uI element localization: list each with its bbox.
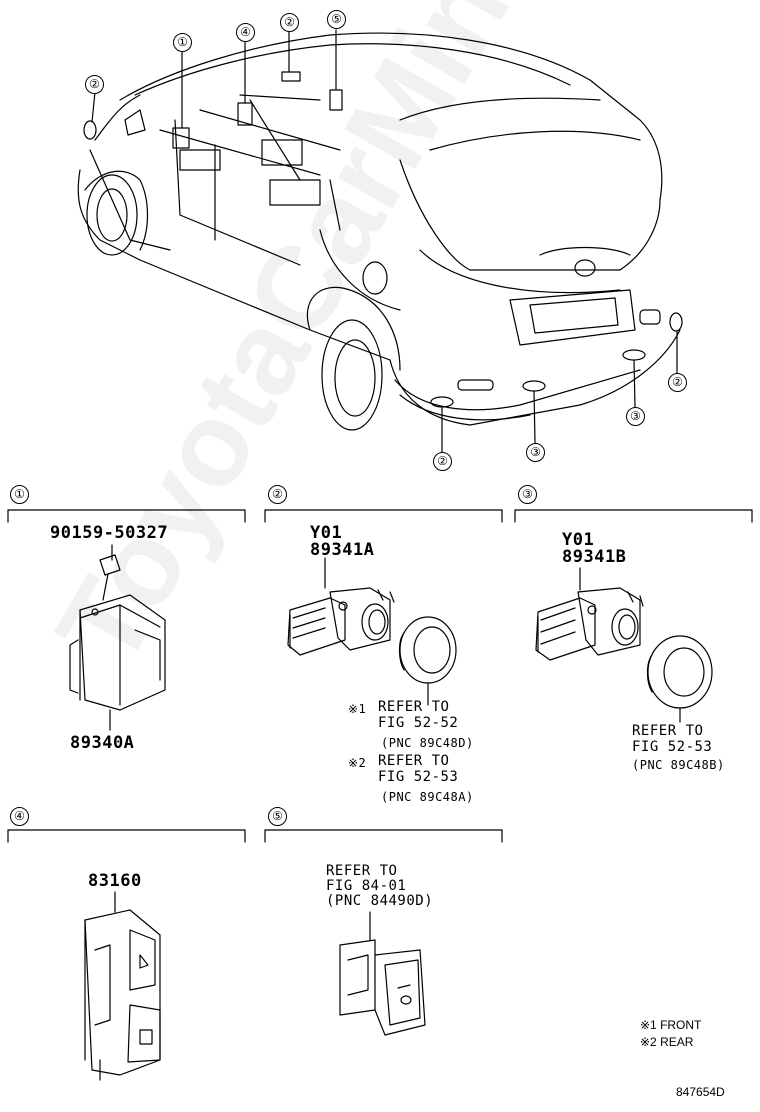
section-4-marker: ④ [10, 807, 29, 826]
callout-2-marker: ② [280, 13, 299, 32]
sensor-color-code: Y01 [562, 530, 595, 550]
section-brackets [7, 509, 753, 843]
callout-2-marker: ② [433, 452, 452, 471]
legend-front-note: ※1 FRONT [640, 1018, 702, 1032]
ref2-line1: REFER TO [378, 753, 450, 769]
ref1-line1: REFER TO [378, 699, 450, 715]
ref2-mark: ※2 [348, 756, 367, 770]
ref1-mark: ※1 [348, 702, 367, 716]
callout-5-marker: ⑤ [327, 10, 346, 29]
ref-line2: FIG 84-01 [326, 878, 407, 894]
switch-panel-drawing [84, 891, 161, 1081]
ref-line2: FIG 52-53 [632, 739, 713, 755]
bolt-part-number: 90159-50327 [50, 523, 169, 543]
section-5-marker: ⑤ [268, 807, 287, 826]
section-3-marker: ③ [518, 485, 537, 504]
switch-drawing [339, 911, 426, 1036]
rear-sensor-part-number: 89341B [562, 547, 627, 567]
ref2-line2: FIG 52-53 [378, 769, 459, 785]
ref1-line2: FIG 52-52 [378, 715, 459, 731]
module-part-number: 89340A [70, 733, 135, 753]
section-1-marker: ① [10, 485, 29, 504]
callout-3-marker: ③ [526, 443, 545, 462]
ref-pnc: (PNC 89C48B) [632, 758, 725, 772]
computer-module-drawing [69, 544, 166, 731]
section-2-marker: ② [268, 485, 287, 504]
rear-sensor-drawing [535, 567, 713, 723]
legend-rear-note: ※2 REAR [640, 1035, 694, 1049]
front-sensor-part-number: 89341A [310, 540, 375, 560]
front-sensor-drawing [287, 557, 457, 706]
ref-line1: REFER TO [326, 863, 398, 879]
callout-1-marker: ① [173, 33, 192, 52]
callout-2-marker: ② [668, 373, 687, 392]
ref-line1: REFER TO [632, 723, 704, 739]
switch-panel-part-number: 83160 [88, 871, 142, 891]
callout-2-marker: ② [85, 75, 104, 94]
sensor-color-code: Y01 [310, 523, 343, 543]
callout-3-marker: ③ [626, 407, 645, 426]
ref-pnc: (PNC 84490D) [326, 893, 434, 909]
callout-4-marker: ④ [236, 23, 255, 42]
ref1-pnc: (PNC 89C48D) [381, 736, 474, 750]
vehicle-drawing [77, 29, 683, 453]
ref2-pnc: (PNC 89C48A) [381, 790, 474, 804]
diagram-id: 847654D [676, 1085, 725, 1099]
